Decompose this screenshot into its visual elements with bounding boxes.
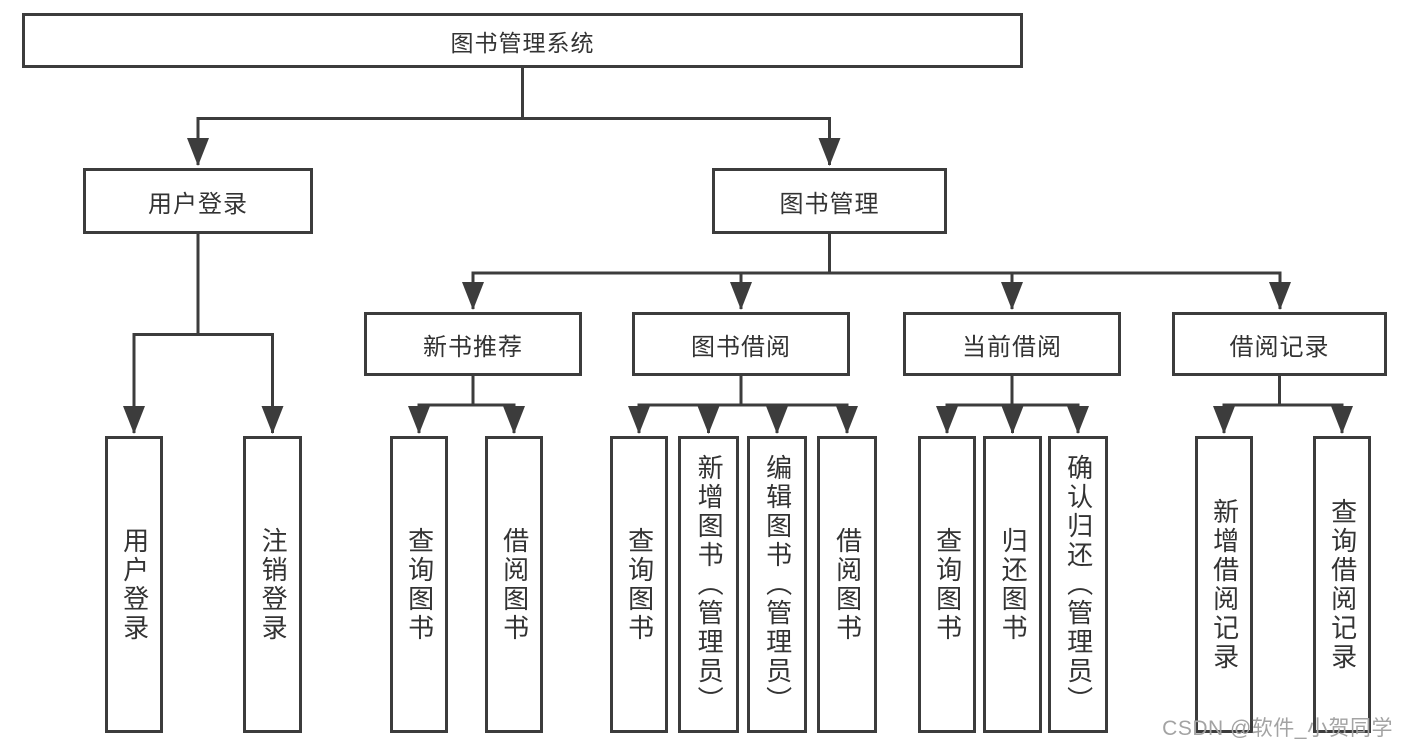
csdn-watermark: CSDN @软件_小贺同学 [1162, 717, 1393, 740]
node-new-book-recommend: 新书推荐 [364, 312, 582, 376]
node-current-borrowing: 当前借阅 [903, 312, 1121, 376]
leaf-edit-books-admin: 编辑图书（管理员） [747, 436, 807, 733]
leaf-borrow-books: 借阅图书 [817, 436, 877, 733]
leaf-query-books-current: 查询图书 [918, 436, 976, 733]
leaf-query-books-recommend: 查询图书 [390, 436, 448, 733]
leaf-logout: 注销登录 [243, 436, 302, 733]
node-borrowing-records: 借阅记录 [1172, 312, 1387, 376]
leaf-query-borrow-record: 查询借阅记录 [1313, 436, 1371, 733]
leaf-borrow-books-recommend: 借阅图书 [485, 436, 543, 733]
leaf-return-books: 归还图书 [983, 436, 1042, 733]
node-book-management: 图书管理 [712, 168, 947, 234]
node-library-management-system: 图书管理系统 [22, 13, 1023, 68]
leaf-query-books-borrowing: 查询图书 [610, 436, 668, 733]
leaf-add-books-admin: 新增图书（管理员） [678, 436, 739, 733]
leaf-add-borrow-record: 新增借阅记录 [1195, 436, 1253, 733]
leaf-user-login: 用户登录 [105, 436, 163, 733]
node-user-login: 用户登录 [83, 168, 313, 234]
leaf-confirm-return-admin: 确认归还（管理员） [1048, 436, 1108, 733]
node-book-borrowing: 图书借阅 [632, 312, 850, 376]
